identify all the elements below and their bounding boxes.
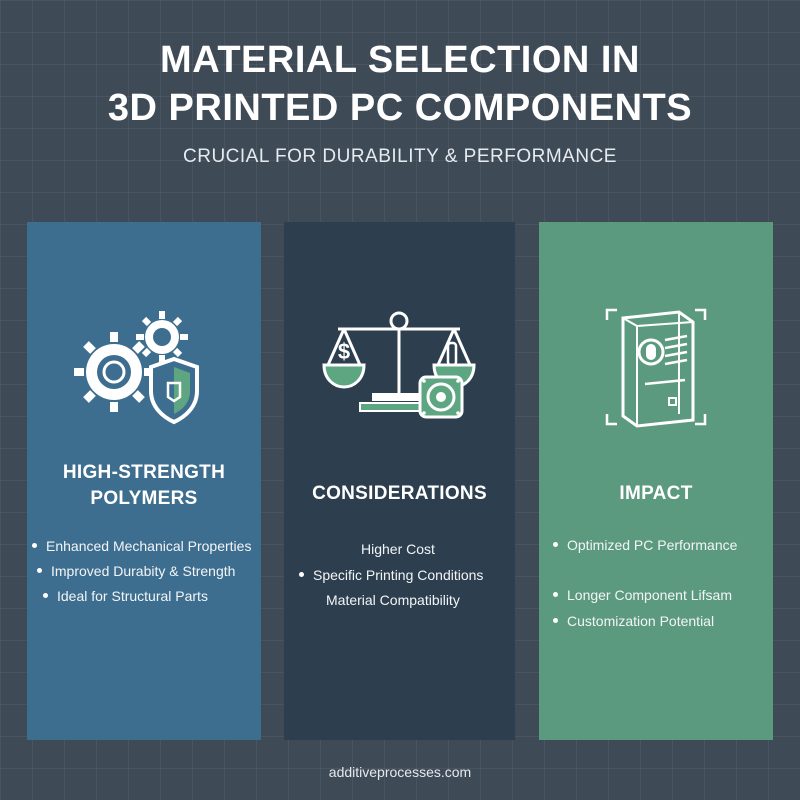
bullet-icon — [32, 542, 37, 548]
panel-heading: IMPACT — [539, 481, 773, 507]
list-item: Ideal for Structural Parts — [43, 588, 208, 604]
title-line-1: MATERIAL SELECTION IN — [160, 39, 640, 81]
balance-scale-icon: $ — [284, 292, 515, 442]
title-line-2: 3D PRINTED PC COMPONENTS — [107, 87, 693, 129]
panel-heading-line-1: HIGH-STRENGTH — [62, 462, 226, 483]
list-item: Optimized PC Performance — [553, 537, 737, 553]
list-item: Enhanced Mechanical Properties — [32, 538, 251, 554]
pc-tower-icon — [539, 292, 773, 442]
list-item-text: Enhanced Mechanical Properties — [46, 538, 252, 554]
list-item-text: Improved Durabity & Strength — [51, 563, 236, 579]
bullet-icon — [37, 567, 42, 573]
list-item-text: Customization Potential — [567, 613, 715, 629]
list-item-text: Optimized PC Performance — [567, 537, 738, 553]
list-item: Longer Component Lifsam — [553, 587, 732, 603]
bullet-icon — [553, 591, 558, 597]
panel-heading-line-1: IMPACT — [619, 483, 693, 504]
page-subtitle: CRUCIAL FOR DURABILITY & PERFORMANCE — [183, 146, 617, 167]
bullet-icon — [299, 571, 304, 577]
page-title: MATERIAL SELECTION IN 3D PRINTED PC COMP… — [0, 36, 800, 132]
bullet-icon — [553, 617, 558, 623]
list-item-text: Material Compatibility — [326, 592, 460, 608]
balance-scale-icon-graphic: $ — [321, 311, 476, 419]
list-item-text: Higher Cost — [361, 541, 435, 557]
list-item-text: Longer Component Lifsam — [567, 587, 732, 603]
list-item: Specific Printing Conditions — [299, 567, 483, 583]
gears-shield-icon — [27, 292, 261, 442]
gears-shield-icon-graphic — [74, 311, 199, 425]
list-item: Higher Cost — [361, 541, 435, 557]
svg-text:$: $ — [337, 339, 349, 364]
pc-tower-icon-graphic — [605, 308, 707, 428]
panel-considerations: $ CONSIDERATIONS Higher Cost Specific Pr… — [284, 222, 515, 740]
panel-heading: CONSIDERATIONS — [284, 481, 515, 507]
panel-heading: HIGH-STRENGTH POLYMERS — [27, 460, 261, 512]
list-item: Material Compatibility — [326, 592, 460, 608]
panel-impact: IMPACT Optimized PC Performance Longer C… — [539, 222, 773, 740]
footer-website: additiveprocesses.com — [328, 764, 472, 780]
panel-heading-line-2: POLYMERS — [90, 488, 198, 509]
bullet-icon — [43, 592, 48, 598]
bullet-icon — [553, 541, 558, 547]
list-item-text: Ideal for Structural Parts — [57, 588, 208, 604]
panel-heading-line-1: CONSIDERATIONS — [312, 483, 487, 504]
list-item: Improved Durabity & Strength — [37, 563, 235, 579]
panel-high-strength-polymers: HIGH-STRENGTH POLYMERS Enhanced Mechanic… — [27, 222, 261, 740]
list-item-text: Specific Printing Conditions — [313, 567, 484, 583]
list-item: Customization Potential — [553, 613, 714, 629]
